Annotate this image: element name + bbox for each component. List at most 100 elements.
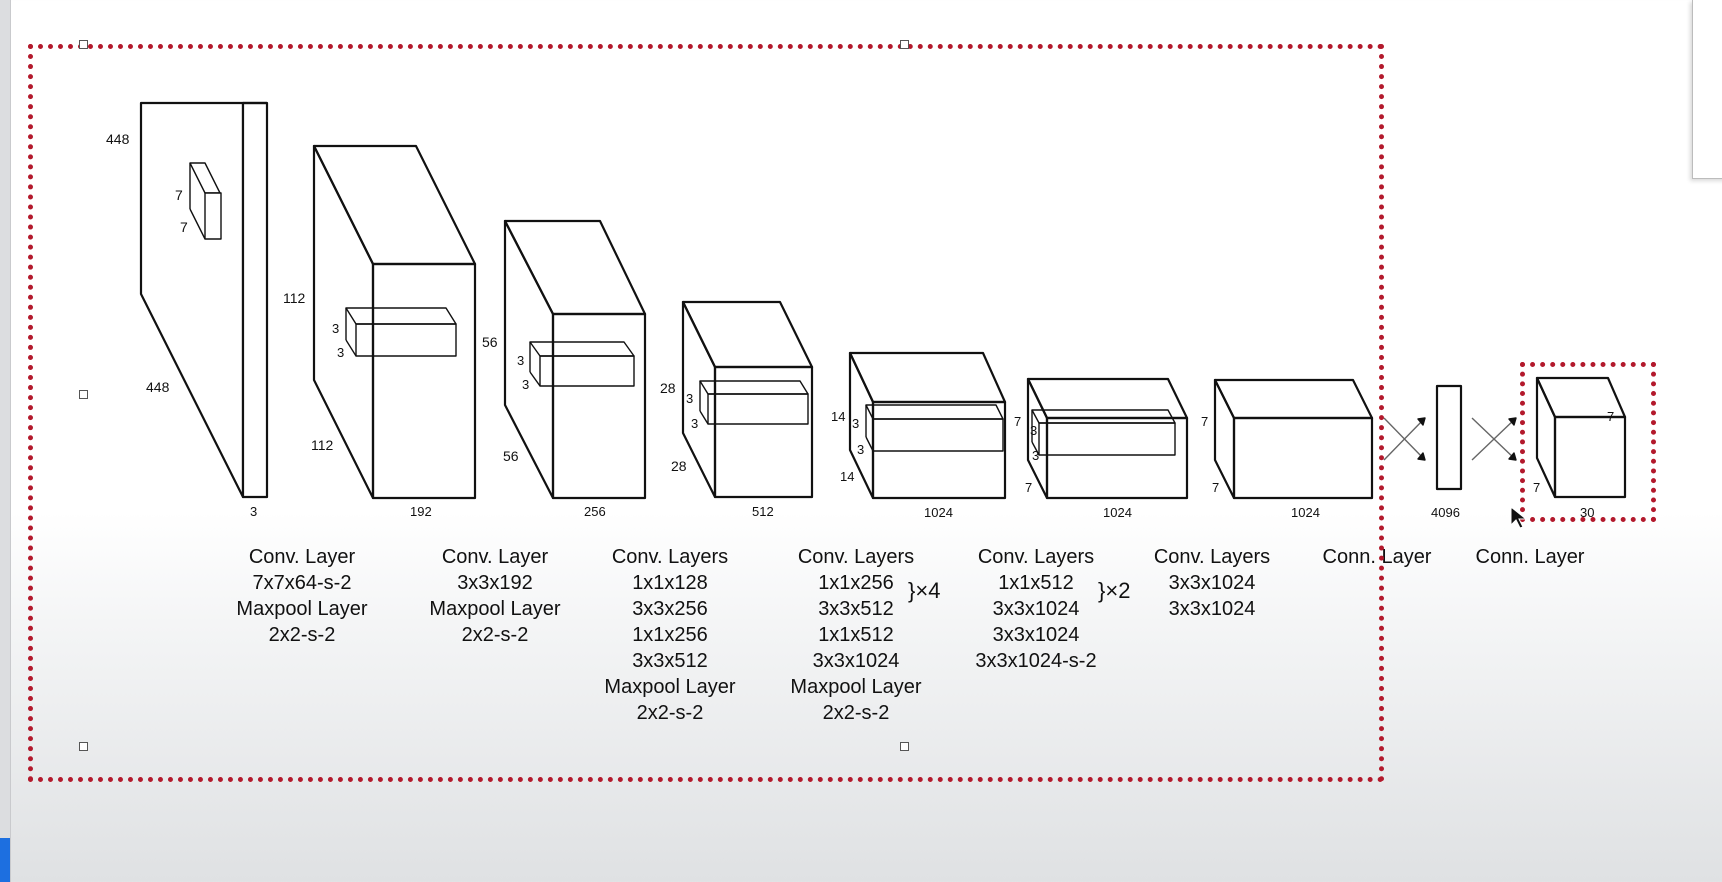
input-kernel [189, 162, 222, 240]
block4-kernel-b-label: 3 [857, 442, 864, 457]
caption-group-5: Conv. Layers 1x1x512 3x3x1024 3x3x1024 3… [975, 546, 1096, 672]
block1-height-label: 112 [283, 290, 306, 306]
conv-block-6-volume [1213, 378, 1374, 500]
caption-line: 2x2-s-2 [823, 702, 890, 724]
block6-channels-label: 1024 [1291, 505, 1320, 520]
caption-line: 1x1x256 [632, 624, 708, 646]
block2-width-label: 56 [503, 448, 519, 464]
conv-block-5-kernel [1031, 409, 1176, 456]
caption-line: Conv. Layer [249, 546, 356, 568]
conv-block-2-kernel [529, 341, 635, 387]
caption-line: 3x3x192 [457, 572, 533, 594]
caption-line: Maxpool Layer [236, 598, 368, 620]
caption-group-3: Conv. Layers 1x1x128 3x3x256 1x1x256 3x3… [604, 546, 736, 724]
conv-block-2-volume [503, 219, 647, 500]
caption-group-6: Conv. Layers 3x3x1024 3x3x1024 [1154, 546, 1270, 620]
caption-line: Conn. Layer [1323, 546, 1432, 568]
block2-kernel-a-label: 3 [517, 353, 524, 368]
resize-handle[interactable] [79, 40, 88, 49]
caption-line: 1x1x128 [632, 572, 708, 594]
caption-line: Maxpool Layer [790, 676, 922, 698]
taskbar-tab[interactable] [0, 838, 10, 882]
caption-line: 2x2-s-2 [269, 624, 336, 646]
block3-width-label: 28 [671, 458, 687, 474]
input-channels-label: 3 [250, 504, 257, 519]
block4-kernel-a-label: 3 [852, 416, 859, 431]
resize-handle[interactable] [79, 390, 88, 399]
input-kernel-h-label: 7 [180, 219, 188, 235]
block2-channels-label: 256 [584, 504, 606, 519]
output-volume [1535, 376, 1627, 499]
caption-line: 2x2-s-2 [462, 624, 529, 646]
block5-channels-label: 1024 [1103, 505, 1132, 520]
input-height-label: 448 [146, 379, 170, 395]
block1-channels-label: 192 [410, 504, 432, 519]
block6-height-label: 7 [1201, 414, 1208, 429]
caption-line: 1x1x512 [998, 572, 1074, 594]
caption-line: Conv. Layers [612, 546, 728, 568]
caption-group-1: Conv. Layer 7x7x64-s-2 Maxpool Layer 2x2… [236, 546, 368, 646]
conv-block-4-kernel [865, 404, 1004, 452]
caption-line: 1x1x256 [818, 572, 894, 594]
output-d2-label: 7 [1533, 480, 1540, 495]
fc-size-label: 4096 [1431, 505, 1460, 520]
caption-line: Conv. Layers [1154, 546, 1270, 568]
output-channels-label: 30 [1580, 505, 1594, 520]
block6-width-label: 7 [1212, 480, 1219, 495]
caption-line: Maxpool Layer [429, 598, 561, 620]
block1-kernel-b-label: 3 [337, 345, 344, 360]
fc-connections-1 [1383, 417, 1426, 461]
repeat-x4-mark: }×4 [908, 578, 940, 603]
block5-kernel-a-label: 3 [1030, 423, 1037, 438]
selection-box-main[interactable] [28, 44, 1384, 782]
caption-line: 3x3x1024 [813, 650, 900, 672]
caption-line: 3x3x1024 [1169, 598, 1256, 620]
resize-handle[interactable] [79, 742, 88, 751]
block5-height-label: 7 [1014, 414, 1021, 429]
block5-width-label: 7 [1025, 480, 1032, 495]
caption-line: 3x3x1024 [993, 624, 1080, 646]
block1-kernel-a-label: 3 [332, 321, 339, 336]
block3-channels-label: 512 [752, 504, 774, 519]
caption-line: Maxpool Layer [604, 676, 736, 698]
resize-handle[interactable] [900, 40, 909, 49]
resize-handle[interactable] [900, 742, 909, 751]
caption-group-8: Conn. Layer [1476, 546, 1585, 568]
caption-line: 3x3x512 [818, 598, 894, 620]
caption-line: 3x3x1024 [1169, 572, 1256, 594]
mouse-cursor-icon [1510, 506, 1528, 529]
block5-kernel-b-label: 3 [1032, 448, 1039, 463]
side-panel [1692, 0, 1722, 179]
block3-kernel-a-label: 3 [686, 391, 693, 406]
caption-line: Conv. Layers [978, 546, 1094, 568]
conv-block-3-kernel [699, 380, 809, 425]
caption-line: 2x2-s-2 [637, 702, 704, 724]
block3-kernel-b-label: 3 [691, 416, 698, 431]
caption-line: 3x3x256 [632, 598, 708, 620]
input-width-label: 448 [106, 131, 130, 147]
conv-block-5-volume [1026, 377, 1189, 500]
input-volume [139, 101, 269, 499]
conv-block-1-volume [312, 144, 477, 500]
block2-height-label: 56 [482, 334, 498, 350]
caption-group-2: Conv. Layer 3x3x192 Maxpool Layer 2x2-s-… [429, 546, 561, 646]
selection-box-output[interactable] [1520, 362, 1656, 522]
block3-height-label: 28 [660, 380, 676, 396]
caption-group-4: Conv. Layers 1x1x256 3x3x512 1x1x512 3x3… [790, 546, 922, 724]
block2-kernel-b-label: 3 [522, 377, 529, 392]
block4-width-label: 14 [840, 469, 854, 484]
caption-line: Conv. Layers [798, 546, 914, 568]
caption-line: Conn. Layer [1476, 546, 1585, 568]
left-window-edge [0, 0, 11, 882]
caption-line: Conv. Layer [442, 546, 549, 568]
caption-line: 3x3x1024-s-2 [975, 650, 1096, 672]
block1-width-label: 112 [311, 437, 334, 453]
caption-line: 1x1x512 [818, 624, 894, 646]
conv-block-1-kernel [345, 307, 457, 357]
caption-line: 7x7x64-s-2 [253, 572, 352, 594]
block4-channels-label: 1024 [924, 505, 953, 520]
caption-line: 3x3x512 [632, 650, 708, 672]
fc-connections-2 [1471, 417, 1517, 461]
repeat-x2-mark: }×2 [1098, 578, 1130, 603]
